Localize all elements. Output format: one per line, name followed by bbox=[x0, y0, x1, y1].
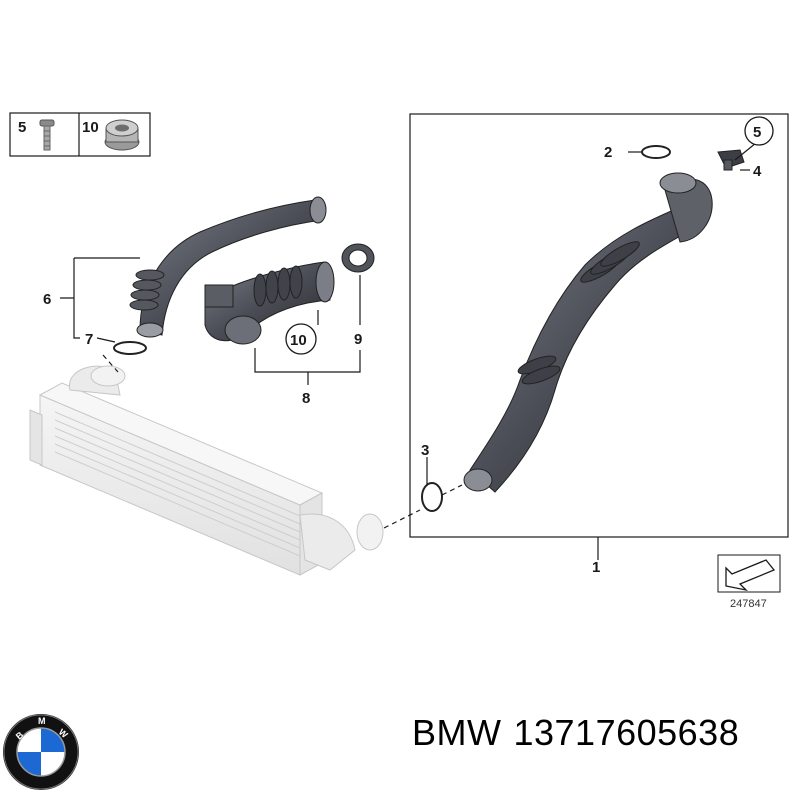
assembly-frame bbox=[409, 113, 789, 538]
brand-name: BMW bbox=[412, 712, 502, 753]
callout-3: 3 bbox=[421, 442, 429, 459]
reference-number: 247847 bbox=[730, 598, 767, 610]
legend-number-10: 10 bbox=[82, 119, 99, 136]
direction-arrow-icon bbox=[725, 559, 776, 592]
o-ring-3 bbox=[421, 482, 443, 512]
charge-pipe-6 bbox=[129, 196, 327, 338]
callout-4: 4 bbox=[753, 163, 762, 180]
leader-lines bbox=[60, 142, 757, 560]
sensor-4 bbox=[717, 149, 745, 171]
svg-text:B: B bbox=[14, 729, 26, 741]
part-number: 13717605638 bbox=[513, 712, 740, 753]
intercooler-drawing bbox=[29, 365, 384, 576]
svg-text:M: M bbox=[38, 716, 46, 726]
legend-number-5: 5 bbox=[18, 119, 26, 136]
callout-5: 5 bbox=[753, 124, 761, 141]
o-ring-7 bbox=[113, 341, 147, 355]
callout-10: 10 bbox=[290, 332, 307, 349]
callout-2: 2 bbox=[604, 144, 612, 161]
reference-box: 247847 bbox=[717, 554, 781, 610]
part-caption: BMW 13717605638 bbox=[412, 712, 751, 754]
callout-8: 8 bbox=[302, 390, 310, 407]
resonator-hose-8 bbox=[204, 261, 335, 345]
clamp-ring-9 bbox=[341, 243, 375, 273]
callout-7: 7 bbox=[85, 331, 93, 348]
callout-5-circled: 5 bbox=[744, 116, 774, 146]
bolt-icon bbox=[39, 119, 55, 151]
callout-1: 1 bbox=[592, 559, 600, 576]
o-ring-2 bbox=[641, 145, 671, 159]
charge-pipe-1 bbox=[463, 172, 713, 493]
callout-10-circled: 10 bbox=[285, 323, 317, 355]
callout-9: 9 bbox=[354, 331, 362, 348]
bmw-logo: B M W bbox=[3, 714, 79, 790]
fastener-legend: 5 10 bbox=[9, 112, 151, 157]
callout-6: 6 bbox=[43, 291, 51, 308]
hex-nut-icon bbox=[104, 119, 140, 151]
